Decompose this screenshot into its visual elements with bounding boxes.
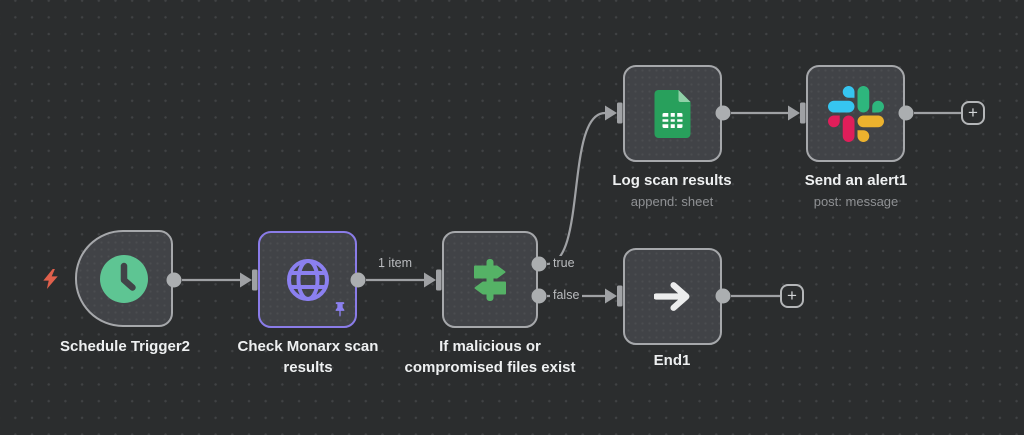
- connection-item-count: 1 item: [378, 256, 413, 270]
- node-schedule-trigger[interactable]: [75, 230, 173, 327]
- add-node-button-end[interactable]: +: [780, 284, 804, 308]
- signpost-icon: [474, 258, 506, 301]
- input-end[interactable]: [605, 285, 623, 307]
- node-send-alert[interactable]: [806, 65, 905, 162]
- input-monarx[interactable]: [240, 269, 258, 291]
- node-subtitle-sheets: append: sheet: [630, 194, 714, 209]
- input-if[interactable]: [424, 269, 442, 291]
- node-label-schedule[interactable]: Schedule Trigger2: [59, 338, 191, 355]
- node-label-sheets[interactable]: Log scan results: [612, 172, 732, 189]
- input-slack[interactable]: [788, 102, 806, 124]
- clock-icon: [100, 254, 148, 303]
- input-sheets[interactable]: [605, 102, 623, 124]
- slack-icon: [827, 85, 884, 142]
- node-label-end[interactable]: End1: [653, 352, 691, 369]
- node-end[interactable]: [623, 248, 722, 345]
- node-label-monarx[interactable]: Check Monarx scan results: [237, 338, 379, 376]
- pin-icon: [335, 302, 345, 317]
- output-label-true: true: [550, 256, 578, 271]
- node-label-slack[interactable]: Send an alert1: [804, 172, 908, 189]
- globe-icon: [286, 258, 329, 301]
- trigger-bolt-icon: [43, 269, 58, 289]
- output-label-false: false: [550, 288, 583, 303]
- node-if[interactable]: [442, 231, 538, 328]
- node-subtitle-slack: post: message: [813, 194, 899, 209]
- node-label-if[interactable]: If malicious or compromised files exist: [404, 338, 576, 376]
- arrow-right-icon: [654, 282, 690, 311]
- google-sheets-icon: [654, 89, 691, 138]
- add-node-button-slack[interactable]: +: [961, 101, 985, 125]
- node-log-scan-results[interactable]: [623, 65, 722, 162]
